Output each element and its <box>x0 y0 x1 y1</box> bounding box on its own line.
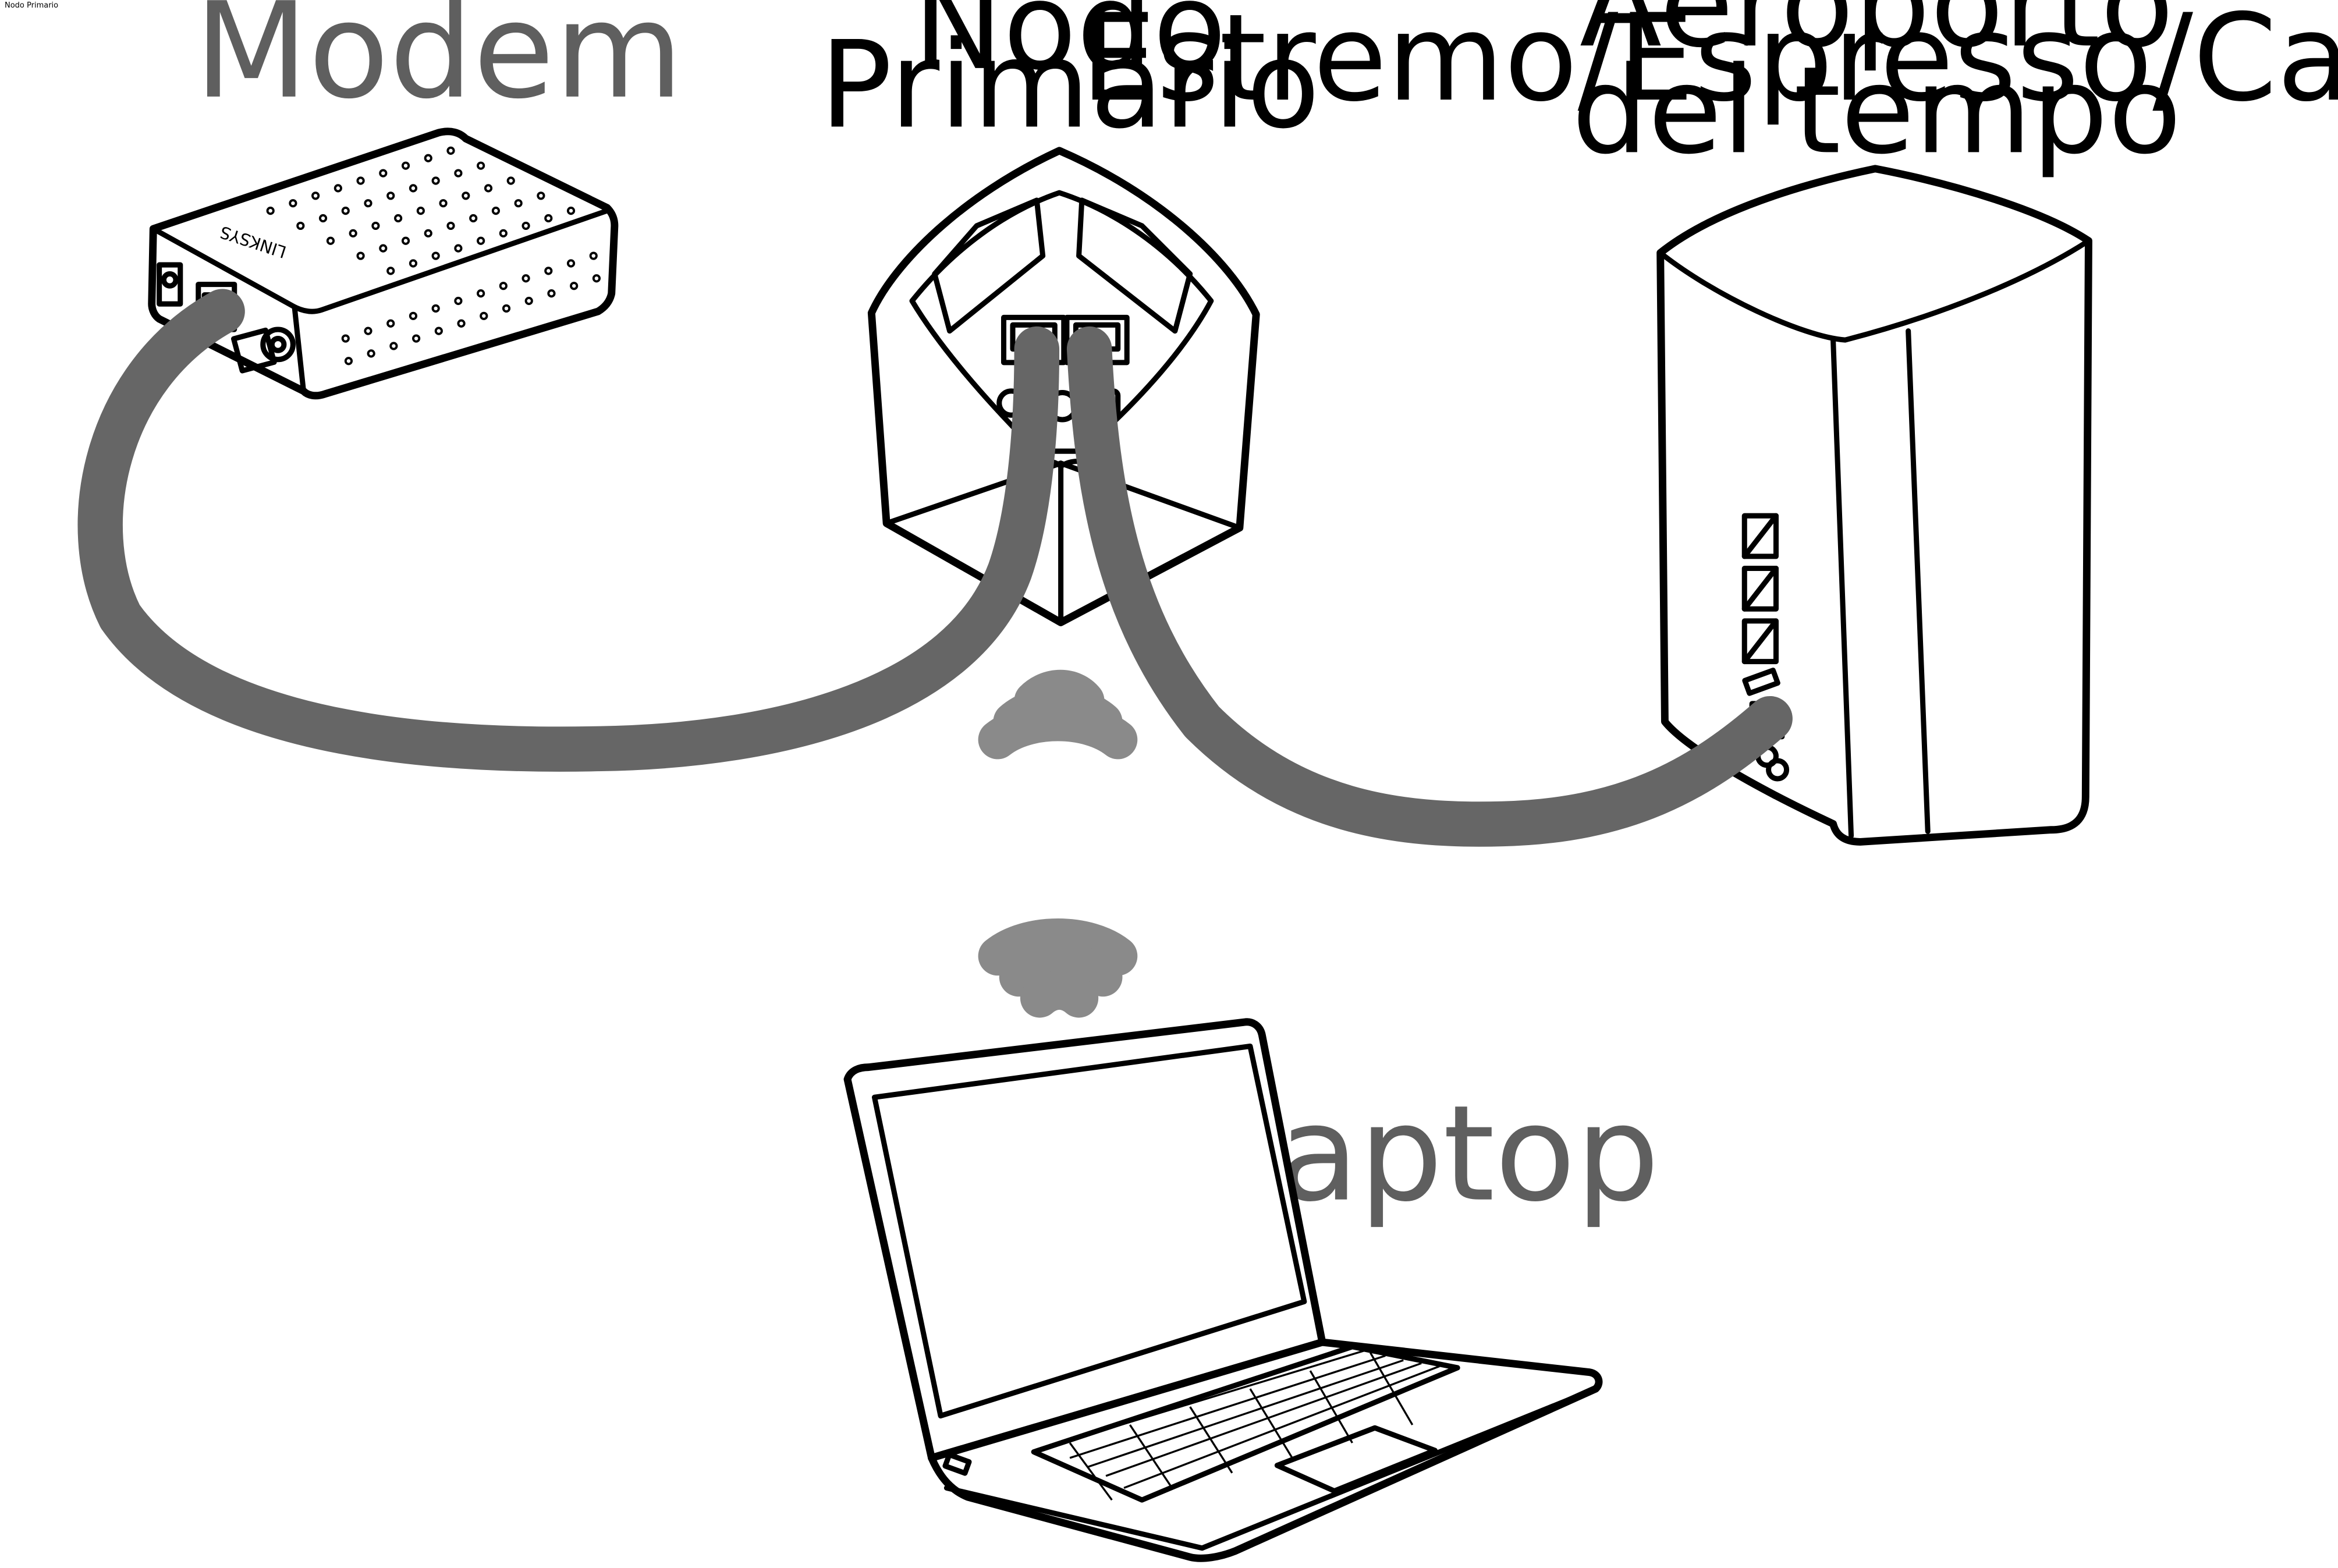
mesh-node-icon <box>867 147 1260 626</box>
airport-label-line3: del tempo <box>1572 40 2182 180</box>
laptop-icon <box>843 1018 1603 1562</box>
corner-caption: Nodo Primario <box>5 1 59 10</box>
router-tower-icon <box>1656 165 2092 846</box>
node-to-airport-cable <box>1066 326 1793 847</box>
modem-to-node-cable <box>77 289 1060 772</box>
modem-icon: LINKSYS <box>148 127 619 400</box>
airport-label-line2: Estremo/Espresso/Capsula <box>1081 0 2338 128</box>
node-label-line2: Primario <box>819 15 1320 155</box>
wifi-signal-icon-node <box>978 669 1138 760</box>
wifi-signal-icon-laptop <box>978 918 1138 1018</box>
modem-label: Modem <box>194 0 683 128</box>
node-label-line1: Nodo <box>913 0 1226 97</box>
airport-label-line1: Aeroporto <box>1580 0 2174 74</box>
